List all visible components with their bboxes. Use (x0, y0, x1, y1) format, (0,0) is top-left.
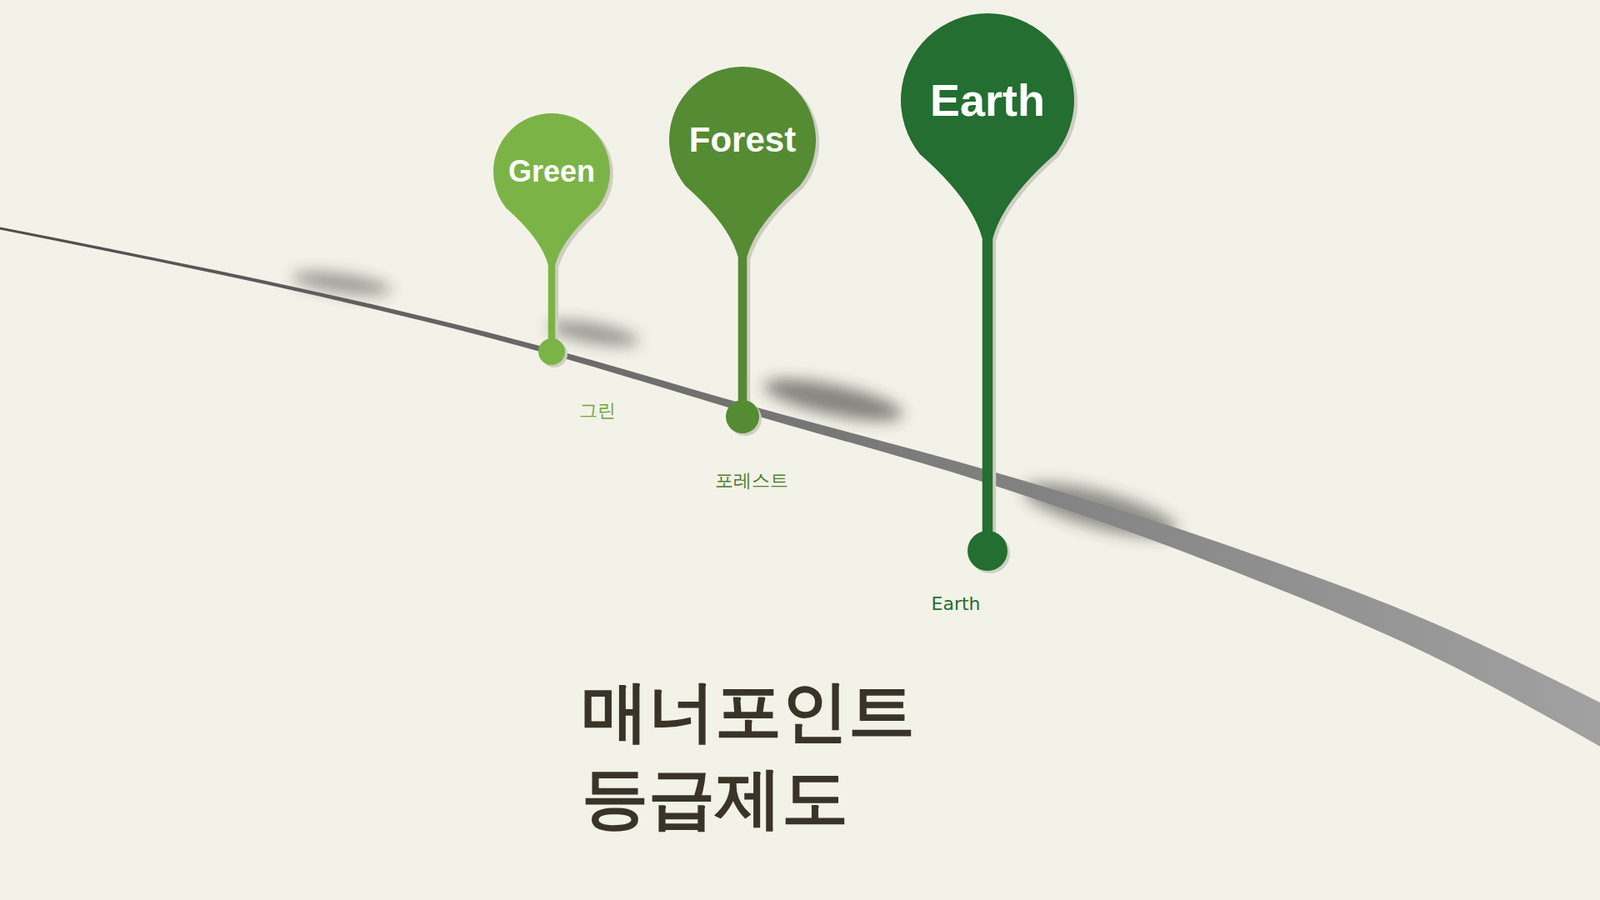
pin-drop (538, 338, 565, 365)
title: 매너포인트 등급제도 (581, 668, 940, 842)
grade-pin: Green (486, 106, 617, 372)
pin-body (669, 66, 816, 417)
pin-body (493, 113, 610, 352)
pin-drop (967, 530, 1008, 571)
grade-label: Earth (929, 593, 984, 615)
grade-pin: Earth (894, 6, 1081, 578)
pin-drop (725, 400, 760, 434)
grade-name: Green (508, 154, 595, 190)
grade-pin: Forest (662, 60, 823, 440)
grade-name: Earth (930, 74, 1045, 126)
pin-body (900, 13, 1075, 551)
grade-name: Forest (689, 120, 796, 160)
pin-shadow (290, 267, 393, 300)
grade-label: 포레스트 (712, 468, 791, 494)
grade-label: 그린 (576, 398, 619, 424)
pin-shape (486, 106, 617, 372)
pin-shape (662, 60, 823, 440)
road-shadows (290, 267, 1181, 549)
